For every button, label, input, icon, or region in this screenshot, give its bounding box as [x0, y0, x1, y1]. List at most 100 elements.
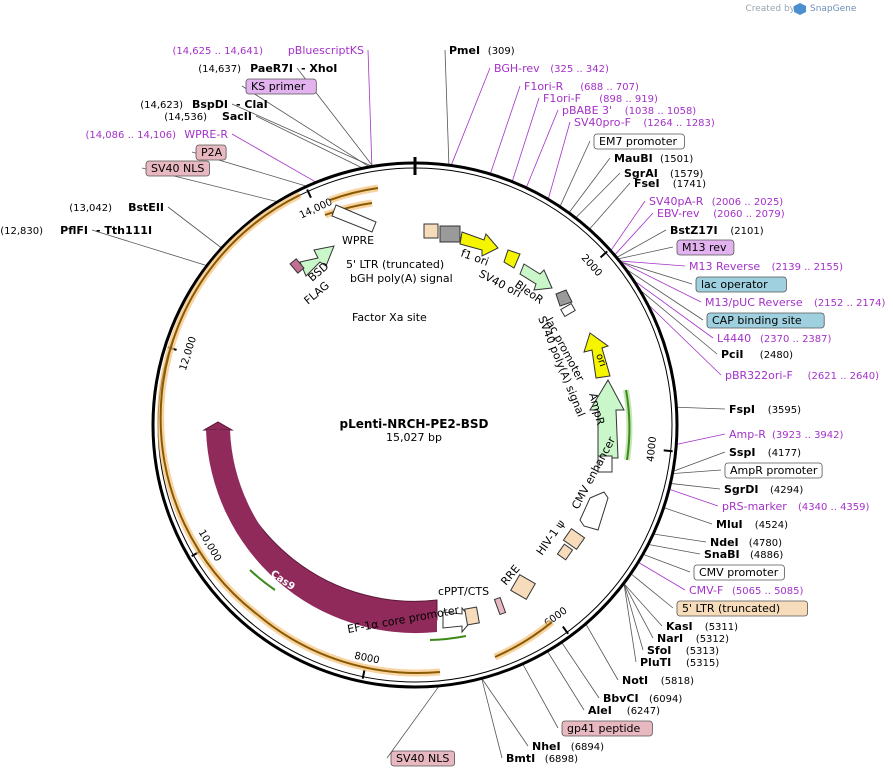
site-prs-marker[interactable]: pRS-marker(4340 .. 4359) [722, 500, 870, 513]
ampr-feature[interactable] [589, 378, 625, 459]
label-box [676, 239, 735, 256]
site-em7-promoter[interactable]: EM7 promoter [593, 133, 685, 150]
cppt-feature[interactable] [464, 606, 480, 626]
site-sacii[interactable]: SacII(14,536) [164, 110, 252, 123]
rre-feature[interactable] [510, 574, 536, 600]
site-ks-primer[interactable]: KS primer [245, 78, 317, 95]
label-pos: (2101) [730, 226, 763, 237]
site-ndei[interactable]: NdeI(4780) [710, 536, 782, 549]
label-pos: (4177) [768, 448, 801, 459]
site-fspi[interactable]: FspI(3595) [729, 403, 801, 416]
sv40pa-feature[interactable] [555, 289, 573, 307]
flag-feature[interactable] [289, 258, 305, 274]
site-bmti[interactable]: BmtI(6898) [506, 752, 578, 765]
site-nhei[interactable]: NheI(6894) [532, 740, 604, 753]
site-pmei[interactable]: PmeI(309) [449, 44, 515, 57]
site-sgrai[interactable]: SgrAI(1579) [624, 167, 703, 180]
cmv-enhancer-feature[interactable] [579, 491, 609, 531]
site-f1ori-r[interactable]: F1ori-R(688 .. 707) [524, 80, 639, 93]
site-gp41-peptide[interactable]: gp41 peptide [561, 720, 653, 737]
plasmid-name: pLenti-NRCH-PE2-BSD [340, 417, 489, 431]
label-pos: (5313) [686, 646, 719, 657]
site-l4440[interactable]: L4440(2370 .. 2387) [717, 332, 832, 345]
hiv-psi-feature[interactable] [556, 543, 574, 561]
label-box [561, 720, 653, 737]
site-sv40pro-f[interactable]: SV40pro-F(1264 .. 1283) [574, 116, 715, 129]
site-snabi[interactable]: SnaBI(4886) [704, 548, 783, 561]
site-bsteii[interactable]: BstEII(13,042) [69, 201, 164, 214]
site-cap-binding-site[interactable]: CAP binding site [706, 312, 825, 329]
bgh-feature[interactable] [439, 225, 461, 243]
site-wpre-r[interactable]: WPRE-R(14,086 .. 14,106) [86, 128, 229, 141]
site-kasi[interactable]: KasI(5311) [666, 620, 738, 633]
site-nari[interactable]: NarI(5312) [657, 632, 729, 645]
site-pflfi[interactable]: PflFI(12,830)- Tth111I [0, 224, 152, 237]
site-sv40pa-r[interactable]: SV40pA-R(2006 .. 2025) [649, 195, 783, 208]
site-pluti[interactable]: PluTI(5315) [640, 656, 719, 669]
site-cmv-f[interactable]: CMV-F(5065 .. 5085) [689, 584, 804, 597]
site-amp-r[interactable]: Amp-R(3923 .. 3942) [729, 428, 844, 441]
ampr-promoter-feature[interactable] [597, 455, 613, 473]
label-name: SfoI [647, 644, 671, 657]
orf-arrow [625, 389, 631, 461]
label-box [724, 462, 823, 479]
site-bgh-rev[interactable]: BGH-rev(325 .. 342) [494, 62, 609, 75]
site-p2a[interactable]: P2A [195, 144, 227, 161]
gp41-feature[interactable] [493, 596, 507, 616]
ltr2-feature[interactable] [562, 527, 586, 551]
site-bstz17i[interactable]: BstZ17I (2101) [670, 224, 764, 237]
label-name: BstZ17I [670, 224, 718, 237]
site-sv40-nls[interactable]: SV40 NLS [390, 750, 455, 767]
label-pos: (5315) [686, 658, 719, 669]
site-sv40-nls[interactable]: SV40 NLS [145, 160, 210, 177]
site-pcii[interactable]: PciI(2480) [721, 348, 793, 361]
site-bspdi[interactable]: BspDI(14,623)- ClaI [140, 98, 268, 111]
flag-label: FLAG [302, 279, 332, 307]
sv40ori-feature[interactable] [503, 249, 521, 269]
site-m13-puc-reverse[interactable]: M13/pUC Reverse(2152 .. 2174) [705, 296, 886, 309]
label-name: KS primer [251, 80, 306, 93]
bleor-feature[interactable] [519, 263, 553, 291]
label-pos: (2480) [760, 350, 793, 361]
label-name: M13 Reverse [689, 260, 760, 273]
ltr-feature[interactable] [423, 223, 439, 239]
site-5-ltr-truncated-[interactable]: 5' LTR (truncated) [676, 600, 809, 617]
site-ampr-promoter[interactable]: AmpR promoter [724, 462, 823, 479]
leader-line [386, 686, 439, 759]
feature-labels: WPRE 5' LTR (truncated) bGH poly(A) sign… [302, 234, 619, 636]
label-box [195, 144, 227, 161]
site-cmv-promoter[interactable]: CMV promoter [693, 564, 785, 581]
leader-line [641, 290, 718, 355]
orf-arrow [329, 187, 379, 201]
site-sgrdi[interactable]: SgrDI(4294) [724, 483, 803, 496]
site-mlui[interactable]: MluI(4524) [716, 518, 788, 531]
site-pbr322ori-f[interactable]: pBR322ori-F(2621 .. 2640) [725, 369, 879, 382]
site-bbvci[interactable]: BbvCI(6094) [603, 692, 682, 705]
lac-promoter-feature[interactable] [560, 302, 576, 318]
leader-line [585, 624, 619, 681]
leader-lines [91, 49, 726, 759]
label-name: lac operator [701, 278, 768, 291]
ef1a-promoter-feature[interactable] [442, 606, 473, 634]
site-sspi[interactable]: SspI(4177) [729, 446, 801, 459]
site-ebv-rev[interactable]: EBV-rev(2060 .. 2079) [657, 207, 785, 220]
site-sfoi[interactable]: SfoI (5313) [647, 644, 719, 657]
site-lac-operator[interactable]: lac operator [695, 276, 787, 293]
leader-line [569, 157, 611, 213]
site-noti[interactable]: NotI(5818) [622, 674, 694, 687]
wpre-feature[interactable] [331, 204, 377, 233]
f1ori-feature[interactable] [459, 231, 499, 257]
site-pbabe-3-[interactable]: pBABE 3'(1038 .. 1058) [562, 104, 696, 117]
bsd-feature[interactable] [299, 245, 335, 277]
site-maubi[interactable]: MauBI(1501) [614, 152, 693, 165]
site-m13-reverse[interactable]: M13 Reverse(2139 .. 2155) [689, 260, 843, 273]
site-f1ori-f[interactable]: F1ori-F(898 .. 919) [543, 92, 658, 105]
label-name: NdeI [710, 536, 739, 549]
site-pbluescriptks[interactable]: pBluescriptKS(14,625 .. 14,641) [173, 44, 365, 57]
site-fsei[interactable]: FseI(1741) [634, 177, 706, 190]
site-paer7i[interactable]: PaeR7I(14,637)- XhoI [198, 62, 337, 75]
site-m13-rev[interactable]: M13 rev [676, 239, 735, 256]
ori-feature[interactable] [583, 332, 611, 379]
label-name: F1ori-F [543, 92, 581, 105]
site-alei[interactable]: AleI(6247) [588, 704, 660, 717]
